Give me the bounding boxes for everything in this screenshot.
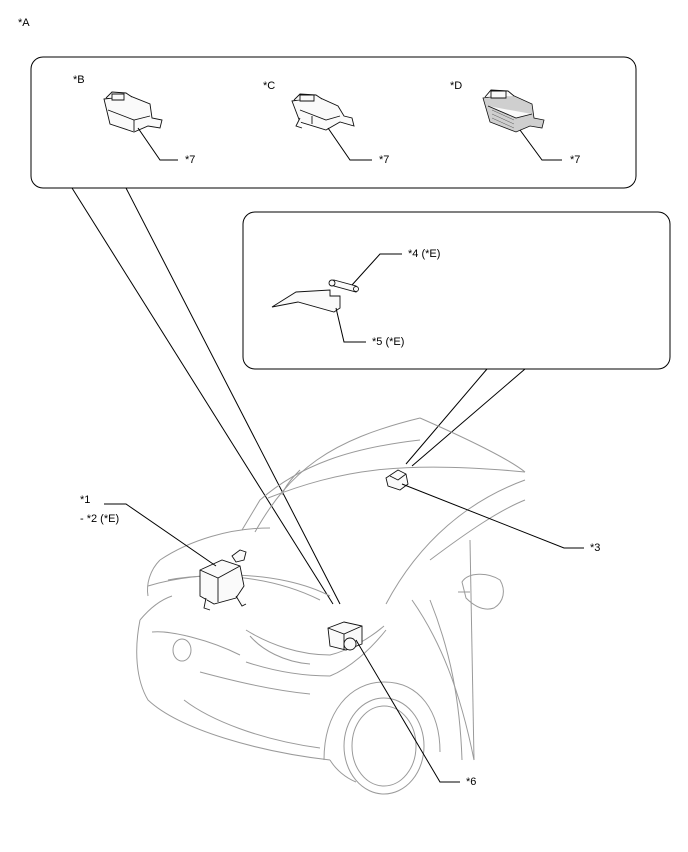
bracket-part-5 (271, 289, 341, 313)
part-7-label-c: *7 (379, 154, 389, 166)
part-5-label: *5 (*E) (372, 336, 404, 348)
component-part-6 (327, 621, 363, 651)
view-label: *A (18, 17, 30, 29)
leader-1 (104, 503, 217, 567)
module-variant-c (291, 93, 355, 131)
part-2-label: - *2 (*E) (80, 513, 119, 525)
leader-top-box-right (125, 187, 341, 605)
part-1-label: *1 (80, 494, 90, 506)
part-3-label: *3 (590, 542, 600, 554)
part-4-label: *4 (*E) (408, 248, 440, 260)
leader-6 (355, 639, 460, 783)
part-7-label-b: *7 (185, 154, 195, 166)
variant-d-label: *D (450, 80, 462, 92)
vehicle-outline (136, 417, 526, 795)
module-variant-d (482, 89, 545, 133)
part-6-label: *6 (466, 776, 476, 788)
part-7-label-d: *7 (570, 154, 580, 166)
bolt-part-4 (328, 279, 359, 293)
leader-mid-box-left (405, 368, 488, 465)
leader-7-d (519, 129, 562, 161)
leader-4 (351, 253, 402, 286)
variant-b-label: *B (73, 74, 85, 86)
component-part-3 (385, 469, 409, 491)
leader-5 (335, 307, 366, 343)
leader-top-box-left (71, 187, 334, 605)
leader-7-c (327, 127, 372, 161)
callout-box-middle (242, 211, 671, 370)
component-part-1 (199, 549, 247, 611)
leader-7-b (137, 127, 178, 161)
module-variant-b (103, 91, 163, 133)
leader-3 (401, 483, 584, 549)
callout-box-top (30, 56, 637, 189)
leader-mid-box-right (411, 368, 526, 467)
variant-c-label: *C (263, 80, 275, 92)
